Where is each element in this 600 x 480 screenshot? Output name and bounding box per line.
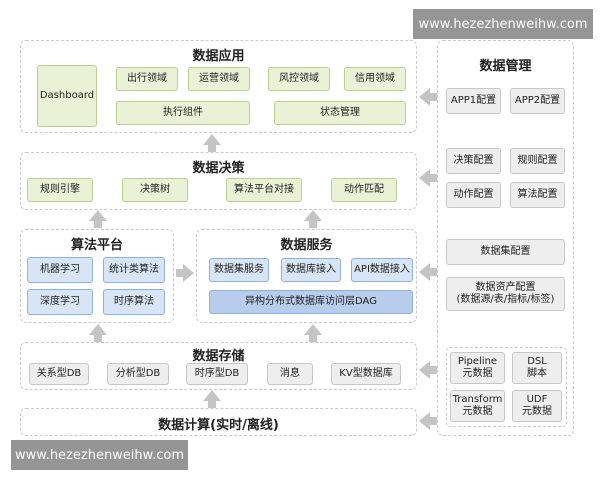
transform-metadata-line2: 元数据 [462, 406, 493, 417]
app1-config: APP1配置 [446, 88, 501, 114]
app2-config: APP2配置 [510, 88, 565, 114]
dsl-script-line1: DSL [527, 355, 547, 367]
arrow-storage-to-service [304, 324, 322, 342]
algo-platform-panel: 算法平台 机器学习 统计类算法 深度学习 时序算法 [20, 229, 174, 323]
deep-learning: 深度学习 [27, 289, 93, 315]
database-access: 数据库接入 [281, 258, 341, 282]
data-storage-panel: 数据存储 关系型DB 分析型DB 时序型DB 消息 KV型数据库 [20, 342, 417, 390]
data-service-title: 数据服务 [280, 238, 333, 253]
arrow-mgmt-to-app [419, 88, 437, 106]
arrow-service-to-decision [304, 210, 322, 228]
policy-config: 决策配置 [446, 148, 501, 174]
data-compute-panel: 数据计算(实时/离线) [20, 408, 417, 436]
udf-metadata: UDF 元数据 [512, 390, 562, 422]
transform-metadata: Transform 元数据 [450, 390, 505, 422]
decision-tree: 决策树 [122, 178, 188, 202]
domain-risk: 风控领域 [268, 67, 330, 91]
data-asset-config-label: 数据资产配置 [475, 281, 536, 293]
pipeline-metadata: Pipeline 元数据 [450, 352, 505, 384]
statistical-algo: 统计类算法 [103, 257, 165, 283]
dag-access-layer: 异构分布式数据库访问层DAG [209, 290, 413, 314]
machine-learning: 机器学习 [27, 257, 93, 283]
dashboard-box: Dashboard [37, 65, 97, 127]
data-management-title: 数据管理 [479, 59, 532, 74]
action-match: 动作匹配 [331, 178, 397, 202]
udf-metadata-line2: 元数据 [522, 406, 552, 417]
data-management-panel: 数据管理 APP1配置 APP2配置 决策配置 规则配置 动作配置 算法配置 数… [437, 40, 574, 436]
metadata-group [446, 347, 567, 427]
arrow-storage-to-algo [89, 324, 107, 342]
data-decision-title: 数据决策 [192, 161, 245, 176]
data-asset-config-detail: (数据源/表/指标/标签) [456, 294, 555, 305]
data-compute-title: 数据计算(实时/离线) [158, 418, 279, 433]
action-config: 动作配置 [446, 182, 501, 208]
rule-config: 规则配置 [510, 148, 565, 174]
arrow-algo-to-decision [89, 210, 107, 228]
arrow-decision-to-app [203, 134, 221, 152]
arrow-mgmt-to-service [419, 263, 437, 281]
udf-metadata-line1: UDF [526, 393, 548, 405]
analytical-db: 分析型DB [107, 363, 169, 385]
data-decision-panel: 数据决策 规则引擎 决策树 算法平台对接 动作匹配 [20, 152, 417, 210]
watermark-bottom: www.hezezhenweihw.com [11, 440, 188, 470]
domain-travel: 出行领域 [116, 67, 178, 91]
arrow-mgmt-to-compute [419, 412, 437, 430]
domain-operation: 运营领域 [188, 67, 250, 91]
arrow-algo-to-service [176, 264, 194, 282]
data-application-title: 数据应用 [192, 49, 245, 64]
pipeline-metadata-line1: Pipeline [457, 355, 498, 367]
data-application-panel: 数据应用 Dashboard 出行领域 运营领域 风控领域 信用领域 执行组件 … [20, 40, 417, 133]
timeseries-db: 时序型DB [186, 363, 248, 385]
dsl-script-line2: 脚本 [527, 368, 547, 379]
data-asset-config: 数据资产配置 (数据源/表/指标/标签) [446, 277, 565, 311]
api-data-access: API数据接入 [351, 258, 413, 282]
algo-platform-link: 算法平台对接 [226, 178, 302, 202]
data-storage-title: 数据存储 [192, 349, 245, 364]
arrow-compute-to-storage [203, 390, 221, 408]
exec-component: 执行组件 [116, 101, 250, 125]
transform-metadata-line1: Transform [452, 393, 503, 405]
watermark-top: www.hezezhenweihw.com [413, 9, 593, 39]
dataset-config: 数据集配置 [446, 239, 565, 265]
pipeline-metadata-line2: 元数据 [462, 368, 493, 379]
data-service-panel: 数据服务 数据集服务 数据库接入 API数据接入 异构分布式数据库访问层DAG [196, 229, 417, 323]
kv-database: KV型数据库 [331, 363, 401, 385]
dataset-service: 数据集服务 [209, 258, 269, 282]
message-store: 消息 [267, 363, 313, 385]
rule-engine: 规则引擎 [27, 178, 93, 202]
arrow-mgmt-to-storage [419, 361, 437, 379]
state-management: 状态管理 [274, 101, 406, 125]
domain-credit: 信用领域 [344, 67, 406, 91]
relational-db: 关系型DB [29, 363, 89, 385]
arrow-mgmt-to-decision [419, 169, 437, 187]
dsl-script: DSL 脚本 [512, 352, 562, 384]
time-series-algo: 时序算法 [103, 289, 165, 315]
algo-platform-title: 算法平台 [70, 238, 123, 253]
algo-config: 算法配置 [510, 182, 565, 208]
